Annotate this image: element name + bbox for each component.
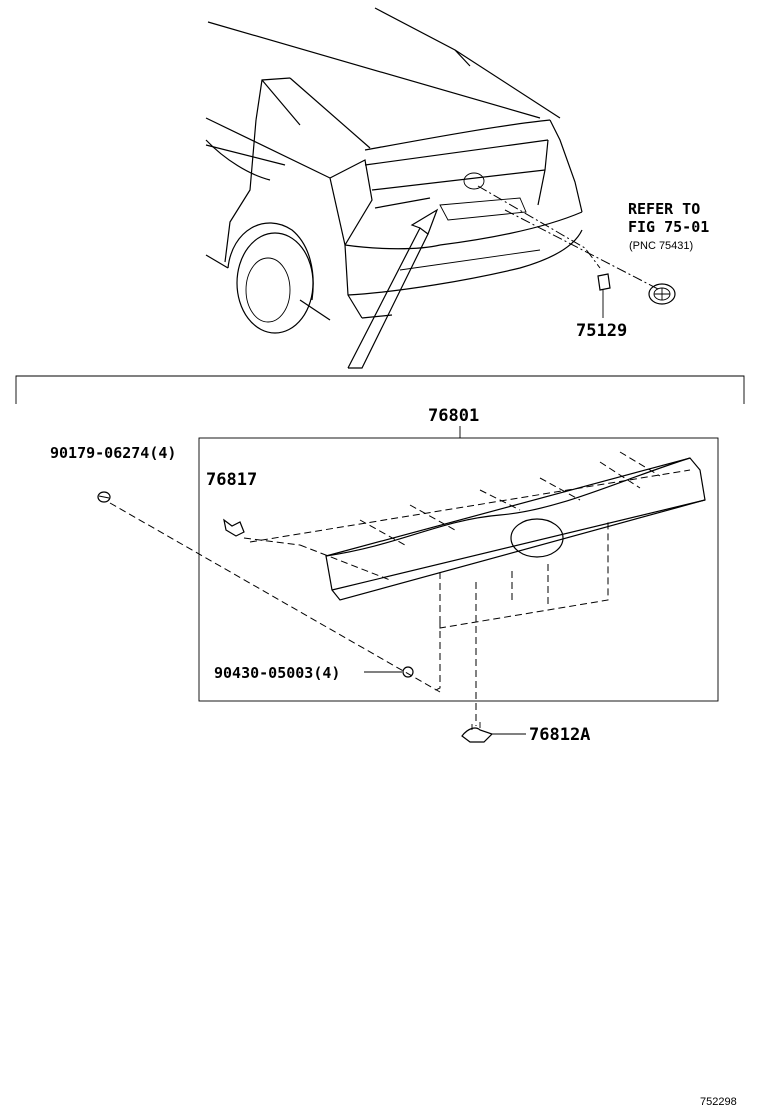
part-75129-label[interactable]: 75129: [576, 321, 627, 341]
part-76801-label[interactable]: 76801: [428, 406, 479, 426]
assembly-box: [198, 437, 719, 702]
clip-90179-icon: [97, 491, 441, 693]
garnish-76801-icon: [249, 451, 706, 726]
illustration-id: 752298: [700, 1096, 737, 1108]
part-76817-label[interactable]: 76817: [206, 470, 257, 490]
assembly-bracket: [15, 375, 745, 404]
refer-to-label[interactable]: REFER TO: [628, 200, 700, 218]
clip-75129-icon: [597, 273, 611, 318]
nut-90430-icon: [364, 666, 414, 678]
refer-pnc-label: (PNC 75431): [629, 240, 693, 252]
part-76812a-label[interactable]: 76812A: [529, 725, 590, 745]
clip-76817-icon: [223, 518, 301, 546]
part-90179-label[interactable]: 90179-06274(4): [50, 444, 176, 462]
part-90430-label[interactable]: 90430-05003(4): [214, 664, 340, 682]
refer-fig-label[interactable]: FIG 75-01: [628, 218, 709, 236]
clip-76812a-icon: [461, 722, 526, 743]
car-rear-illustration: [205, 7, 661, 369]
emblem-icon: [648, 283, 676, 305]
